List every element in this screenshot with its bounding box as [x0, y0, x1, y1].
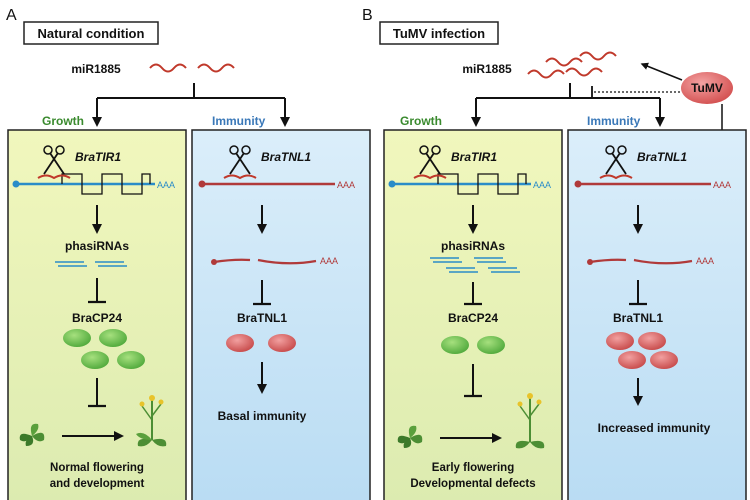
panel-a-immunity-label: Immunity — [212, 114, 266, 128]
panel-a-immunity-outcome: Basal immunity — [218, 409, 307, 423]
panel-a-mirna-label: miR1885 — [71, 62, 121, 76]
panel-b-growth-protein-label: BraCP24 — [448, 311, 498, 325]
panel-a-flowering-plant-icon — [136, 395, 167, 447]
panel-b-immunity-outcome: Increased immunity — [598, 421, 711, 435]
panel-b-immunity-aaa: AAA — [713, 180, 731, 190]
panel-b-immunity-proteins — [606, 332, 678, 369]
panel-a-immunity-cleaved-mrna — [211, 258, 317, 265]
panel-b-immunity-protein-label: BraTNL1 — [613, 311, 663, 325]
panel-a-growth-scissors-icon — [43, 145, 65, 175]
panel-a-immunity-aaa: AAA — [337, 180, 355, 190]
panel-a-condition-label: Natural condition — [38, 26, 145, 41]
tumv-label: TuMV — [691, 81, 723, 95]
panel-a-growth-outcome-line1: Normal flowering — [50, 462, 144, 474]
panel-a-growth-label: Growth — [42, 114, 84, 128]
panel-a-growth-protein-label: BraCP24 — [72, 311, 122, 325]
panel-b: B TuMV infection miR1885 TuMV Growth Imm… — [362, 7, 747, 500]
panel-a-mirna-squiggle-2 — [197, 63, 235, 73]
panel-a-branch-connector — [97, 83, 285, 99]
panel-a-cleaved-aaa: AAA — [320, 256, 338, 266]
panel-b-mirna-label: miR1885 — [462, 62, 512, 76]
panel-a-immunity-column — [191, 129, 371, 500]
panel-a-growth-outcome-line2: and development — [50, 478, 145, 490]
panel-a-mirna-squiggle-1 — [149, 63, 187, 73]
panel-a-growth-aaa: AAA — [157, 180, 175, 190]
panel-a-immunity-proteins — [226, 334, 296, 352]
panel-b-condition-label: TuMV infection — [393, 26, 485, 41]
panel-b-immunity-column — [567, 129, 747, 500]
tumv-induces-mirna-arrow — [640, 62, 683, 81]
panel-b-immunity-label: Immunity — [587, 114, 641, 128]
panel-a-condition-box — [23, 21, 159, 45]
panel-b-immunity-gene-label: BraTNL1 — [637, 150, 687, 164]
panel-b-growth-outcome-line1: Early flowering — [432, 462, 514, 474]
panel-a-rosette-plant-icon — [19, 423, 45, 446]
tumv-virus-icon — [681, 72, 733, 104]
panel-a-growth-mrna — [12, 173, 155, 195]
panel-a-growth-gene-label: BraTIR1 — [75, 150, 121, 164]
panel-a-immunity-scissors-icon — [229, 145, 251, 175]
panel-b-condition-box — [379, 21, 499, 45]
panel-b-mirna-squiggles — [527, 51, 617, 79]
panel-b-growth-outcome-line2: Developmental defects — [410, 478, 535, 490]
panel-b-immunity-cleaved-mrna — [587, 258, 693, 265]
panel-b-rosette-plant-icon — [397, 425, 423, 448]
panel-a-immunity-gene-label: BraTNL1 — [261, 150, 311, 164]
panel-a-letter: A — [6, 7, 17, 24]
panel-b-letter: B — [362, 7, 373, 24]
panel-b-branch-connector — [476, 83, 660, 99]
panel-a-phasirnas-label: phasiRNAs — [65, 239, 129, 253]
panel-b-phasirna-duplexes — [430, 257, 520, 273]
panel-a-immunity-protein-label: BraTNL1 — [237, 311, 287, 325]
panel-b-growth-scissors-icon — [419, 145, 441, 175]
panel-a-phasirna-duplexes — [55, 261, 127, 267]
panel-b-growth-gene-label: BraTIR1 — [451, 150, 497, 164]
panel-a: A Natural condition miR1885 Growth Immun… — [6, 7, 371, 500]
panel-b-phasirnas-label: phasiRNAs — [441, 239, 505, 253]
panel-b-immunity-mrna — [574, 174, 711, 188]
panel-b-immunity-scissors-icon — [605, 145, 627, 175]
panel-b-growth-label: Growth — [400, 114, 442, 128]
panel-b-growth-proteins — [441, 336, 505, 354]
panel-a-growth-proteins — [63, 329, 145, 369]
panel-b-cleaved-aaa: AAA — [696, 256, 714, 266]
panel-b-growth-mrna — [388, 173, 531, 195]
panel-b-flowering-plant-icon — [515, 393, 545, 449]
panel-a-immunity-mrna — [198, 174, 335, 188]
panel-b-growth-aaa: AAA — [533, 180, 551, 190]
